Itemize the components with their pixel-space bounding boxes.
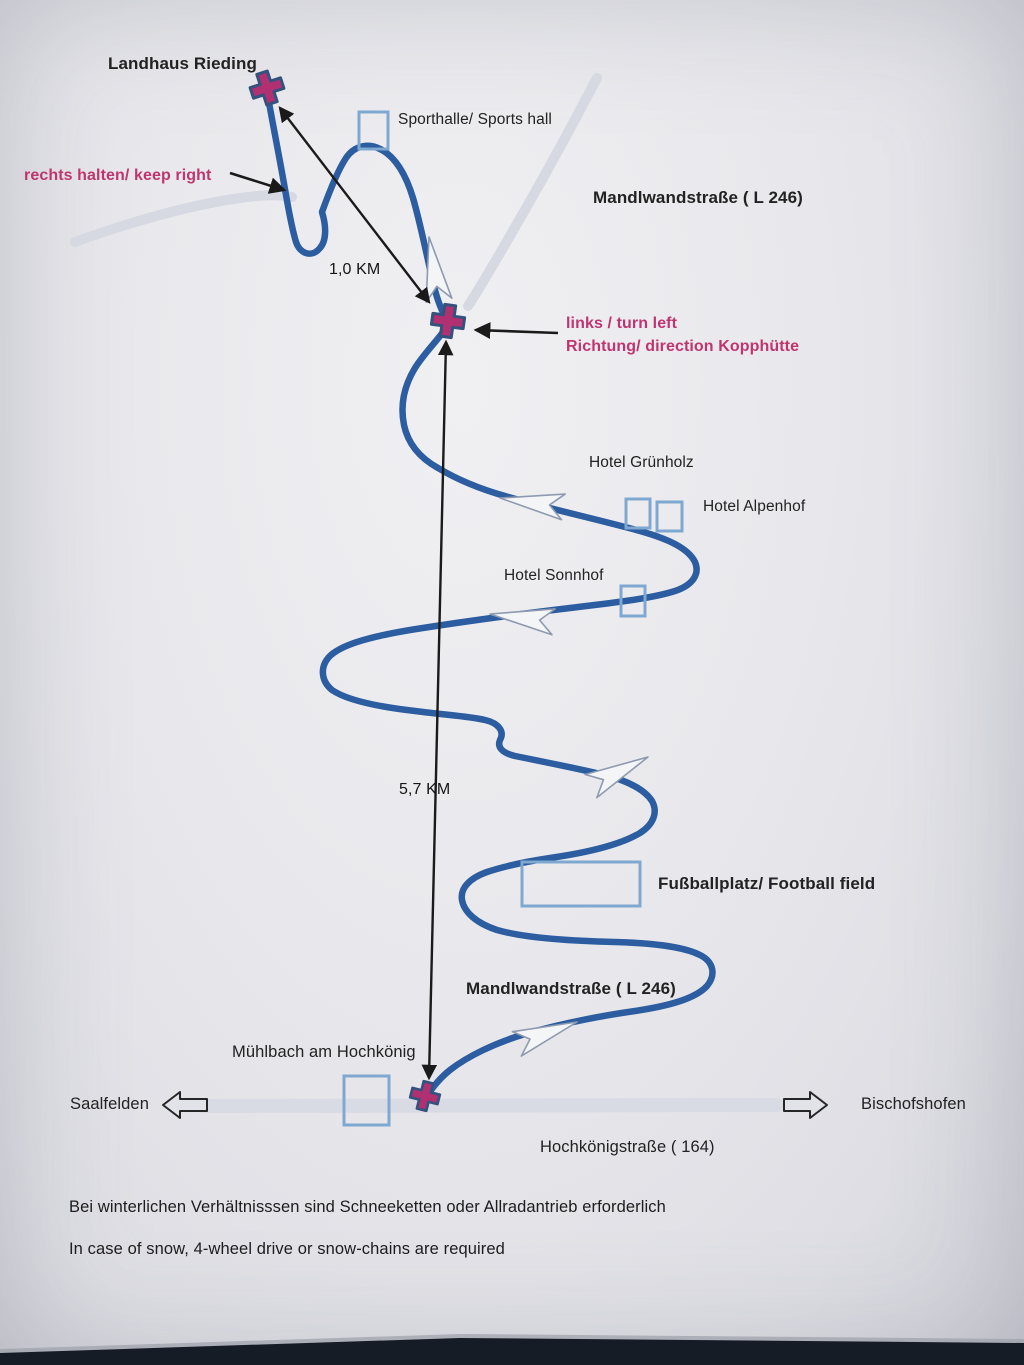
label-bischofshofen: Bischofshofen — [861, 1095, 966, 1113]
route-direction-arrows — [425, 236, 649, 1057]
distance-arrow-5-7km — [421, 339, 454, 1081]
muehlbach-square — [342, 1074, 391, 1127]
minor-road-top-left — [70, 190, 297, 247]
route-arrow-icon — [584, 756, 649, 799]
label-saalfelden: Saalfelden — [70, 1095, 149, 1113]
label-hotel-alpenhof: Hotel Alpenhof — [703, 498, 806, 515]
label-turn-left-line2: Richtung/ direction Kopphütte — [566, 338, 800, 355]
landhaus-cross-icon — [248, 69, 286, 107]
route-road-lower — [319, 321, 716, 1099]
waypoint-markers — [248, 69, 467, 1113]
label-muehlbach: Mühlbach am Hochkönig — [232, 1043, 416, 1061]
photo-background-band — [0, 1338, 1024, 1365]
label-winter-note-en: In case of snow, 4-wheel drive or snow-c… — [69, 1240, 505, 1258]
minor-road-top-right — [463, 73, 602, 311]
turn-left-arrow — [473, 322, 559, 339]
muehlbach-cross-icon — [408, 1079, 442, 1113]
label-hochkoenigstrasse: Hochkönigstraße ( 164) — [540, 1138, 715, 1156]
paper-edge-shadow — [0, 1334, 1024, 1356]
bischofshofen-direction-arrow — [783, 1091, 828, 1119]
hotel-sonnhof-square — [619, 584, 647, 618]
label-winter-note-de: Bei winterlichen Verhältnisssen sind Sch… — [69, 1198, 666, 1216]
label-hotel-sonnhof: Hotel Sonnhof — [504, 567, 604, 584]
label-mandlwandstrasse-bottom: Mandlwandstraße ( L 246) — [466, 979, 676, 998]
label-landhaus-rieding: Landhaus Rieding — [108, 54, 257, 73]
hotel-gruenholz-square — [624, 497, 652, 530]
keep-right-arrow — [229, 171, 287, 194]
hotel-alpenhof-square — [655, 500, 684, 533]
label-mandlwandstrasse-top: Mandlwandstraße ( L 246) — [593, 188, 803, 207]
label-hotel-gruenholz: Hotel Grünholz — [589, 454, 694, 471]
hochkoenigstrasse-road — [196, 1098, 783, 1113]
junction-cross-icon — [429, 302, 467, 340]
distance-arrow-1km — [278, 106, 431, 304]
route-arrow-icon — [489, 608, 556, 636]
label-distance-1km: 1,0 KM — [329, 261, 381, 278]
highway-direction-arrows — [162, 1091, 828, 1119]
label-turn-left-line1: links / turn left — [566, 315, 678, 332]
saalfelden-direction-arrow — [162, 1091, 208, 1119]
label-sporthalle: Sporthalle/ Sports hall — [398, 111, 552, 128]
route-arrow-icon — [511, 1021, 578, 1057]
label-distance-5-7km: 5,7 KM — [399, 781, 451, 798]
football-field-rect — [520, 860, 642, 908]
label-fussballplatz: Fußballplatz/ Football field — [658, 874, 876, 893]
label-keep-right: rechts halten/ keep right — [24, 167, 212, 184]
route-arrow-icon — [499, 493, 566, 521]
